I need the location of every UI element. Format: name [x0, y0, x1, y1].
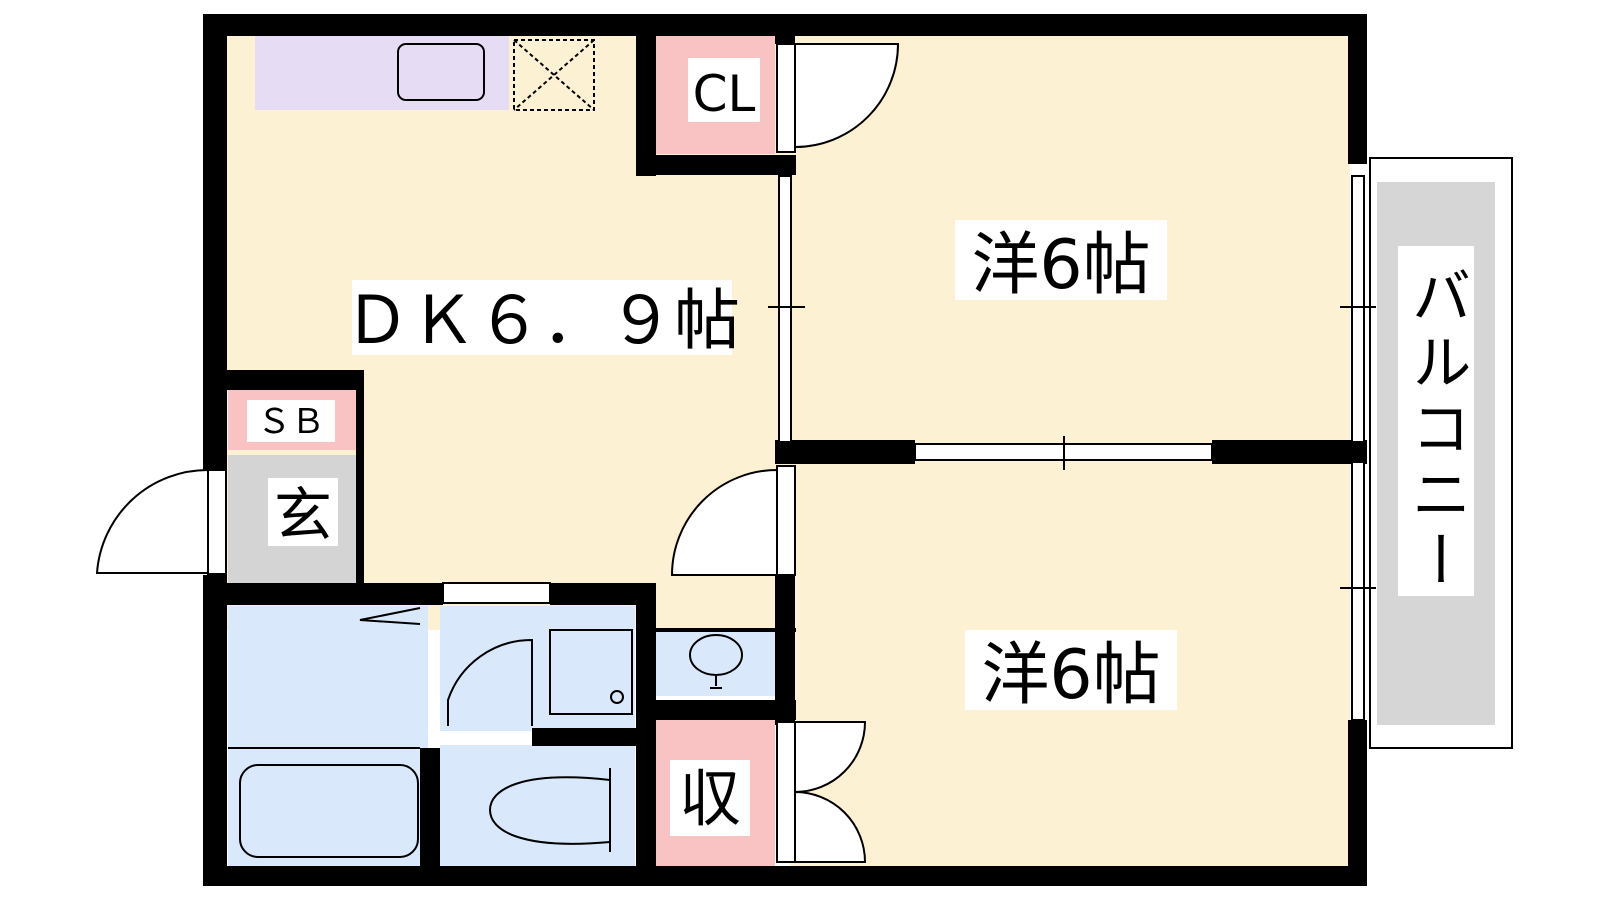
storage-door-lower — [794, 790, 867, 863]
western-2-label-bg — [965, 630, 1177, 710]
wall-left-lower — [203, 575, 227, 886]
wall-right-bottom — [1348, 720, 1367, 886]
wall-left-upper — [203, 14, 227, 470]
washroom-door-swing — [447, 638, 533, 726]
shoe-box-label: ＳＢ — [257, 402, 325, 442]
sliding-partitions — [442, 175, 1376, 721]
storage-label-bg — [670, 760, 750, 836]
walls — [203, 14, 1367, 886]
doors — [95, 43, 900, 863]
entry-door-leaf — [207, 469, 227, 575]
wall-closet-left — [636, 14, 656, 176]
dk-label-bg — [352, 280, 732, 355]
shoe-box-label-bg — [247, 400, 335, 442]
wall-washroom-bottom — [532, 728, 636, 746]
bath-door — [359, 607, 421, 625]
kitchen-sink — [397, 43, 485, 101]
wall-bath-right — [420, 748, 440, 886]
closet-door-leaf — [776, 43, 796, 153]
closet-label: CL — [693, 65, 756, 123]
kitchen-counter — [255, 34, 509, 110]
wall-bottom — [203, 866, 1367, 886]
washroom-floor — [440, 606, 635, 731]
balcony-label: バルコニー — [1401, 265, 1471, 595]
wall-closet-bottom — [636, 155, 796, 175]
toilet-floor — [440, 745, 635, 867]
wall-entrance-right — [356, 370, 364, 585]
closet-door — [794, 43, 900, 149]
western-room-1-label: 洋6帖 — [971, 226, 1150, 305]
washer-pan — [549, 629, 633, 715]
closet-label-bg — [688, 58, 760, 122]
washer-drain — [610, 690, 624, 704]
dk-label: ＤＫ６．９帖 — [344, 282, 740, 359]
stove-cross-b — [513, 39, 595, 111]
window-wash — [442, 582, 551, 604]
wall-wet-top-right — [550, 583, 654, 605]
sink-area-floor — [655, 632, 775, 696]
bathtub — [239, 764, 419, 858]
stove-area — [513, 39, 595, 111]
wall-sink-top — [636, 628, 796, 632]
labels: ＤＫ６．９帖 洋6帖 洋6帖 CL ＳＢ 玄 収 バルコニー — [247, 58, 1474, 836]
stove-cross-a — [513, 39, 595, 111]
wall-wet-top-left — [203, 583, 443, 605]
entrance-label-bg — [268, 478, 338, 546]
storage-door-upper — [794, 721, 867, 794]
wall-right-top — [1348, 14, 1367, 164]
room2-door — [670, 468, 778, 576]
window-room2 — [1351, 461, 1365, 721]
entry-door — [95, 468, 209, 574]
toilet-bowl — [488, 768, 611, 852]
fixtures — [228, 39, 744, 858]
wall-wet-right — [636, 583, 656, 886]
window-room1 — [1351, 175, 1365, 443]
wall-shoebox-top — [220, 370, 360, 390]
room2-door-leaf — [776, 465, 796, 576]
balcony-label-bg — [1398, 246, 1474, 596]
wall-storage-top — [636, 700, 796, 720]
partition-dk-room1 — [778, 175, 792, 443]
storage-door-leaf — [776, 721, 796, 863]
wall-center-lower — [775, 575, 795, 725]
western-room-2-label: 洋6帖 — [981, 636, 1160, 715]
bath-floor — [228, 606, 428, 866]
wall-rooms-left — [775, 440, 915, 464]
wall-rooms-right — [1212, 440, 1352, 464]
western-1-label-bg — [955, 220, 1167, 300]
wash-basin — [688, 634, 744, 689]
wall-right-middle — [1348, 440, 1367, 464]
wall-center-top — [775, 14, 795, 44]
entrance-label: 玄 — [274, 481, 332, 549]
storage-label: 収 — [679, 762, 741, 835]
